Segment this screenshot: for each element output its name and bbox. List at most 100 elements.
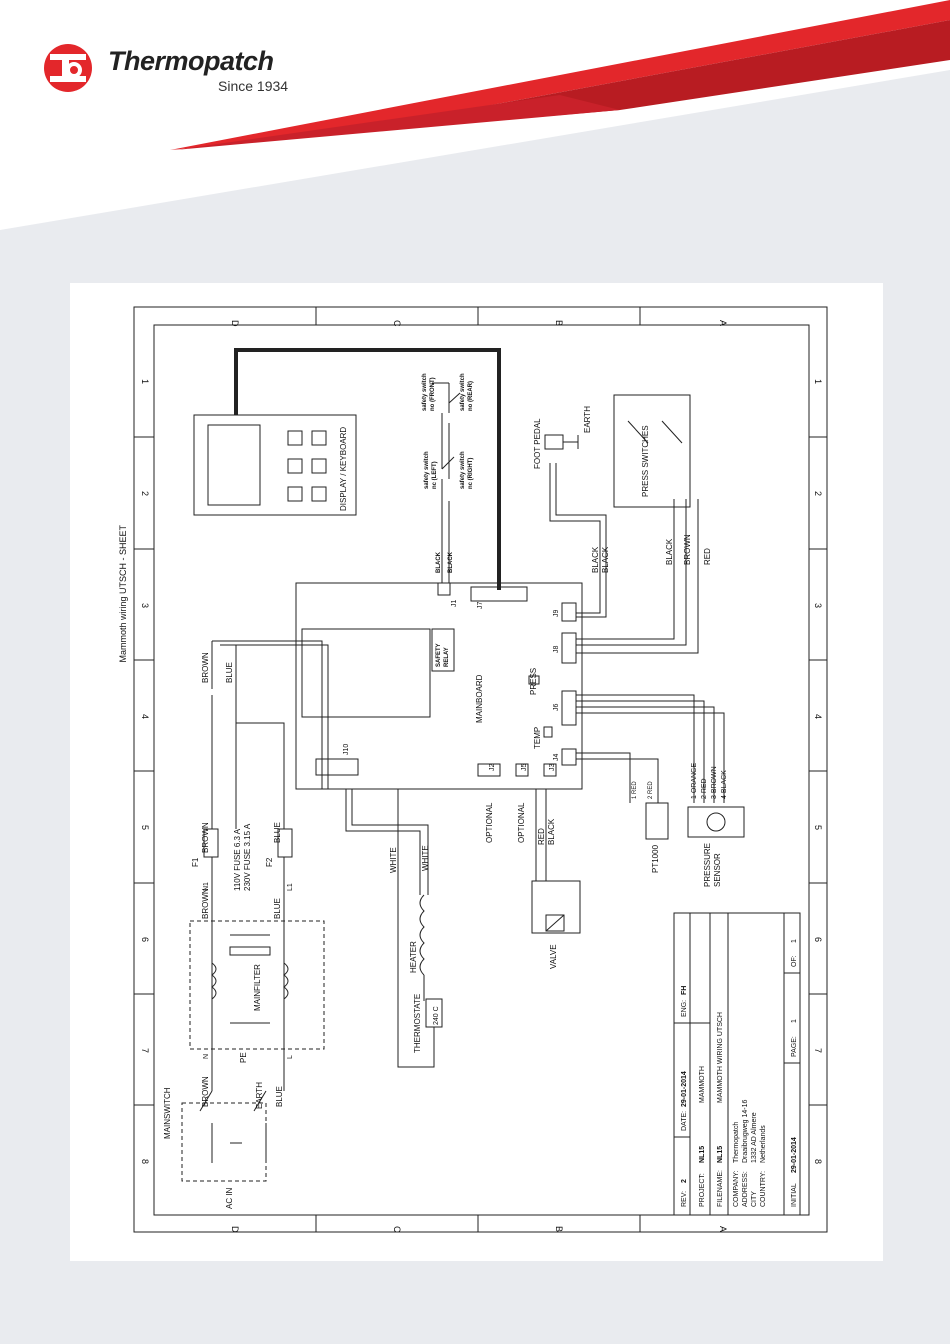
brand-name: Thermopatch <box>108 46 274 76</box>
header-red-stripe <box>170 0 950 150</box>
safety-relay-box <box>431 628 455 672</box>
safety-wire-black-1: BLACK <box>436 551 442 573</box>
zone-number-1: 1 <box>140 379 150 384</box>
j8-connector <box>561 632 577 664</box>
zone-number-2-right: 2 <box>813 491 823 496</box>
j9-label: J9 <box>553 610 560 618</box>
mainfilter-box <box>189 920 325 1050</box>
zone-number-4-right: 4 <box>813 714 823 719</box>
frame-inner <box>153 324 810 1216</box>
tb-page-value: 1 <box>791 1019 798 1023</box>
tb-country-label: COUNTRY: <box>760 1171 767 1207</box>
temp-label: TEMP <box>533 727 542 749</box>
safety-right-label-1: safety switch <box>460 451 466 489</box>
press-led <box>528 675 540 685</box>
safety-left-label-1: safety switch <box>424 451 430 489</box>
j4-connector <box>561 748 577 766</box>
j9-connector <box>561 602 577 622</box>
safety-rear-label-1: safety switch <box>460 373 466 411</box>
switch-wire-black: BLACK <box>665 538 674 565</box>
tb-city-value: 1332 AD Almere <box>751 1112 758 1163</box>
tb-initial-label: INITIAL <box>791 1183 798 1207</box>
fuse-wire-blue: BLUE <box>273 822 282 843</box>
pedal-wire-black-1: BLACK <box>591 546 600 573</box>
safety-relay-label-2: RELAY <box>444 647 450 667</box>
j1-connector <box>437 582 451 596</box>
optional-label-2: OPTIONAL <box>517 802 526 843</box>
display-keyboard-box <box>193 414 357 516</box>
zone-number-7-right: 7 <box>813 1048 823 1053</box>
optional-label-1: OPTIONAL <box>485 802 494 843</box>
valve-wire-red: RED <box>537 828 546 845</box>
pressure-pin-2: 2 RED <box>701 778 708 799</box>
tb-project-name: MAMMOTH <box>699 1066 706 1103</box>
mainswitch-label: MAINSWITCH <box>163 1087 172 1139</box>
switch-wire-brown: BROWN <box>683 534 692 565</box>
filter-coil-left <box>211 962 217 1000</box>
zone-number-2: 2 <box>140 491 150 496</box>
zone-number-7: 7 <box>140 1048 150 1053</box>
zone-letter-c-bottom: C <box>392 1226 402 1233</box>
tb-country-value: Netherlands <box>760 1125 767 1163</box>
zone-number-3-right: 3 <box>813 603 823 608</box>
pt1000-label: PT1000 <box>651 844 660 873</box>
zone-number-6: 6 <box>140 937 150 942</box>
tb-initial-date: 29-01-2014 <box>791 1137 798 1173</box>
pressure-sensor-label-2: SENSOR <box>713 853 722 887</box>
n1-label: N1 <box>203 882 210 891</box>
zone-number-4: 4 <box>140 714 150 719</box>
tb-filename-code: NL15 <box>717 1146 724 1163</box>
safety-wire-black-2: BLACK <box>448 551 454 573</box>
tb-city-label: CITY <box>751 1191 758 1207</box>
brand-tagline: Since 1934 <box>218 78 289 94</box>
pt-pin-2: 2 RED <box>648 781 654 799</box>
header-banner <box>0 0 950 230</box>
valve-label: VALVE <box>549 944 558 969</box>
switch-wire-brown-2: BROWN <box>201 1076 210 1107</box>
tb-of-value: 1 <box>791 939 798 943</box>
switch-wire-red: RED <box>703 548 712 565</box>
fuse-wire-brown: BROWN <box>201 822 210 853</box>
thermopatch-logo-icon <box>44 44 92 92</box>
pressure-sensor-label-1: PRESSURE <box>703 843 712 887</box>
fuse-f1 <box>203 828 219 858</box>
foot-pedal-label: FOOT PEDAL <box>533 418 542 469</box>
zone-number-8-right: 8 <box>813 1159 823 1164</box>
wiring-diagram: D C B A D C B A 1 2 3 4 5 6 7 8 1 2 3 4 … <box>118 306 828 1233</box>
zone-number-6-right: 6 <box>813 937 823 942</box>
heater-label: HEATER <box>409 941 418 973</box>
tb-filename-value: MAMMOTH WIRING UTSCH <box>717 1012 724 1103</box>
zone-letter-b-bottom: B <box>554 1226 564 1232</box>
zone-letter-a: A <box>718 320 728 326</box>
zone-number-3: 3 <box>140 603 150 608</box>
temp-led <box>543 726 553 738</box>
supply-wire-blue: BLUE <box>225 662 234 683</box>
tb-eng-value: FH <box>681 986 688 995</box>
j5-label: J5 <box>521 764 528 772</box>
j7-label: J7 <box>477 602 484 610</box>
filter-wire-blue: BLUE <box>273 898 282 919</box>
pressure-sensor-box <box>687 806 745 838</box>
n-label: N <box>203 1054 210 1059</box>
pt1000-box <box>645 802 669 840</box>
j7-connector <box>470 586 528 602</box>
zone-letter-a-bottom: A <box>718 1226 728 1232</box>
frame-outer <box>133 306 828 1233</box>
fuse-rating-1: 110V FUSE 6.3 A <box>233 828 242 891</box>
valve-wire-black: BLACK <box>547 818 556 845</box>
mainfilter-label: MAINFILTER <box>253 964 262 1011</box>
safety-rear-label-2: no (REAR) <box>468 381 474 411</box>
j2-label: J2 <box>489 764 496 772</box>
fuse-f2 <box>277 828 293 858</box>
heater-wire-white-1: WHITE <box>389 847 398 873</box>
safety-relay-label-1: SAFETY <box>436 643 442 667</box>
zone-number-5-right: 5 <box>813 825 823 830</box>
header-red-tail <box>175 95 620 150</box>
tb-rev-value: 2 <box>681 1179 688 1183</box>
zone-letter-b: B <box>554 320 564 326</box>
brand-logo: Thermopatch Since 1934 <box>42 40 302 100</box>
pe-label: PE <box>239 1052 248 1063</box>
l1-label: L1 <box>287 883 294 891</box>
safety-front-label-1: safety switch <box>422 373 428 411</box>
tb-filename-label: FILENAME: <box>717 1170 724 1207</box>
